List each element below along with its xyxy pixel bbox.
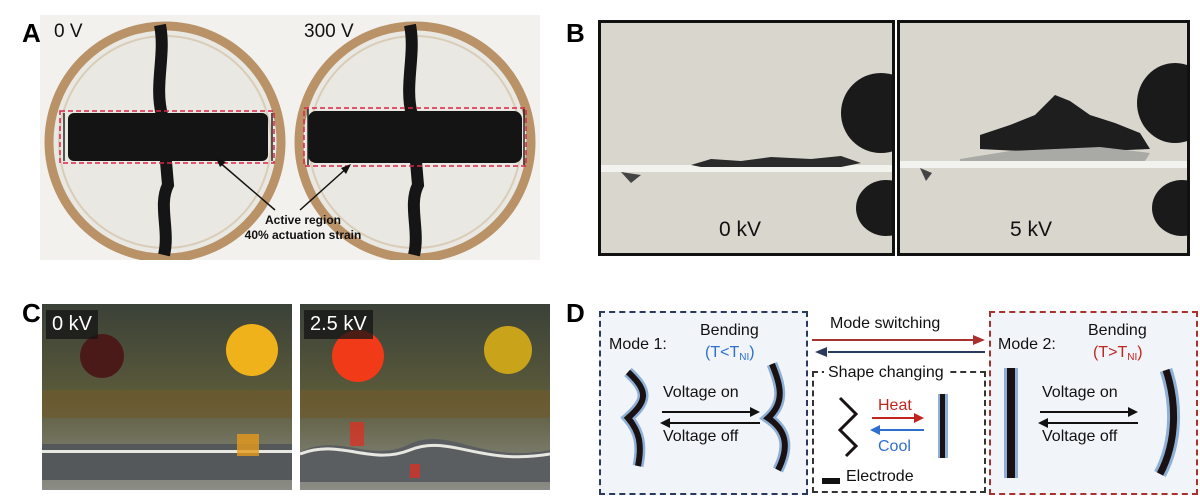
cond1-sub: NI <box>739 352 750 363</box>
mode-1-voltage-off: Voltage off <box>663 428 739 445</box>
cond2-pre: (T>T <box>1093 344 1128 361</box>
panel-b-right-label: 5 kV <box>1010 218 1053 241</box>
panel-label-c: C <box>22 298 41 328</box>
shape-changing-label: Shape changing <box>824 364 948 382</box>
panel-b-left-label: 0 kV <box>719 218 762 241</box>
mode-1-voltage-on: Voltage on <box>663 384 739 401</box>
mode-1-label: Mode 1: <box>609 336 667 353</box>
cond1-post: ) <box>749 344 755 361</box>
annotation-line-2: 40% actuation strain <box>244 228 362 242</box>
panel-c-right-photo: 2.5 kV <box>300 304 550 490</box>
panel-label-b: B <box>566 18 585 48</box>
panel-b-left-frame: 0 kV <box>598 20 895 256</box>
panel-a-left-voltage: 0 V <box>54 21 83 42</box>
panel-c-left-label: 0 kV <box>46 310 99 339</box>
annotation-line-1: Active region <box>264 213 342 227</box>
panel-a-annotation: Active region 40% actuation strain <box>218 213 388 243</box>
cool-label: Cool <box>878 438 911 455</box>
mode-2-condition: (T>TNI) <box>1093 344 1143 363</box>
cond2-post: ) <box>1137 344 1143 361</box>
panel-b-left-drawing <box>601 23 892 253</box>
panel-a-photo: 0 V 300 V Active region 40% actuation st… <box>40 15 540 260</box>
panel-a-drawing <box>40 15 540 260</box>
cond1-pre: (T<T <box>705 344 740 361</box>
mode-switching-label: Mode switching <box>830 315 941 332</box>
heat-label: Heat <box>878 397 912 414</box>
cond2-sub: NI <box>1127 352 1138 363</box>
panel-c-right-label: 2.5 kV <box>304 310 373 339</box>
mode-2-bending: Bending <box>1088 322 1147 339</box>
mode-1-bending: Bending <box>700 322 759 339</box>
mode-2-label: Mode 2: <box>998 336 1056 353</box>
mode-1-condition: (T<TNI) <box>705 344 755 363</box>
panel-b-right-frame: 5 kV <box>897 20 1190 256</box>
panel-label-d: D <box>566 298 585 328</box>
mode-2-voltage-on: Voltage on <box>1042 384 1118 401</box>
panel-c-left-drawing <box>42 304 292 490</box>
electrode-label: Electrode <box>846 468 914 485</box>
panel-b-right-drawing <box>900 23 1187 253</box>
panel-c-right-drawing <box>300 304 550 490</box>
mode-2-voltage-off: Voltage off <box>1042 428 1118 445</box>
panel-label-a: A <box>22 18 41 48</box>
panel-a-right-voltage: 300 V <box>304 21 354 42</box>
panel-c-left-photo: 0 kV <box>42 304 292 490</box>
